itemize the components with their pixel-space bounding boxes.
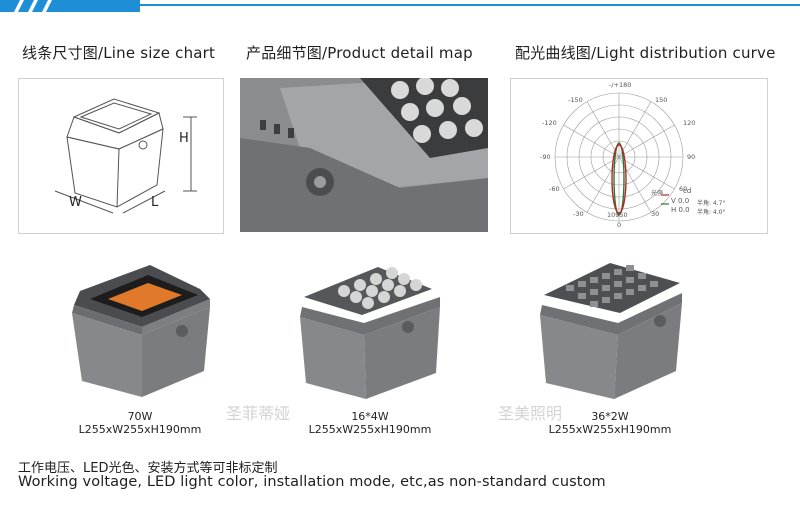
dimension-label-w: W: [69, 195, 82, 210]
polar-angle-90: 90: [687, 153, 696, 161]
polar-angle-60: 60: [679, 185, 688, 193]
heading-product-detail-map: 产品细节图/Product detail map: [246, 44, 473, 62]
polar-angle-0: 0: [617, 221, 622, 229]
polar-legend-v-extra: 半角: 4.7°: [697, 200, 726, 207]
product-size-36x2w: L255xW255xH190mm: [548, 423, 672, 436]
light-distribution-panel: -/+180 -150 150 -120 120 -90 90 -60 60 -…: [510, 78, 768, 234]
polar-legend-title: 光强: [651, 190, 664, 197]
custom-note-cn: 工作电压、LED光色、安装方式等可非标定制: [18, 461, 278, 476]
polar-angle-m30: -30: [573, 210, 584, 218]
polar-angle-30: 30: [651, 210, 660, 218]
polar-legend-h-extra: 半角: 4.0°: [697, 209, 726, 216]
polar-center-value: 10950: [607, 211, 628, 219]
product-caption-70w: 70W L255xW255xH190mm: [60, 410, 220, 436]
polar-unit: cd: [683, 187, 692, 195]
product-name-70w: 70W: [127, 410, 153, 423]
polar-top-label: -/+180: [609, 81, 632, 89]
polar-angle-m150: -150: [568, 96, 583, 104]
product-detail-photo: [240, 78, 488, 232]
heading-light-distribution-curve: 配光曲线图/Light distribution curve: [515, 44, 776, 62]
product-name-16x4w: 16*4W: [351, 410, 389, 423]
line-size-drawing: [54, 98, 197, 214]
top-divider: [0, 0, 800, 12]
polar-diagram: [554, 92, 684, 222]
watermark-brand-2: 圣美照明: [498, 404, 563, 423]
line-size-chart-panel: H W L: [18, 78, 224, 234]
product-detail-image: [240, 78, 488, 232]
product-image-70w: [72, 265, 210, 397]
product-size-16x4w: L255xW255xH190mm: [308, 423, 432, 436]
custom-note-en: Working voltage, LED light color, instal…: [18, 474, 606, 490]
product-image-16x4w: [300, 267, 440, 399]
product-caption-16x4w: 16*4W L255xW255xH190mm: [290, 410, 450, 436]
polar-angle-m60: -60: [549, 185, 560, 193]
polar-angle-m120: -120: [542, 119, 557, 127]
product-name-36x2w: 36*2W: [591, 410, 629, 423]
polar-legend-h: H 0.0: [671, 206, 690, 214]
polar-legend-v: V 0.0: [671, 197, 690, 205]
polar-angle-m90: -90: [540, 153, 551, 161]
polar-angle-150: 150: [655, 96, 668, 104]
polar-angle-120: 120: [683, 119, 696, 127]
product-caption-36x2w: 36*2W L255xW255xH190mm: [530, 410, 690, 436]
dimension-label-l: L: [151, 195, 159, 210]
heading-line-size-chart: 线条尺寸图/Line size chart: [22, 44, 216, 62]
watermark-brand-1: 圣菲蒂娅: [226, 404, 291, 423]
product-image-36x2w: [540, 263, 682, 399]
product-size-70w: L255xW255xH190mm: [78, 423, 202, 436]
dimension-label-h: H: [179, 131, 189, 146]
